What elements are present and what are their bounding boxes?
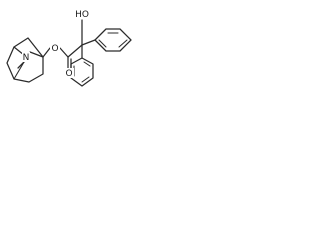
carbonyl-oxygen-label: O [65, 69, 72, 79]
six-membered-ring-bonds [6, 37, 44, 83]
lower-phenyl-hexagon [70, 57, 94, 87]
lower-phenyl-ring [70, 57, 94, 87]
lower-phenyl-inner-bond-1 [83, 61, 91, 67]
tropane-bicyclic-ring [6, 37, 44, 83]
hydroxyl-label: HO [75, 10, 89, 20]
upper-phenyl-inner-bond-2 [118, 39, 128, 48]
atom-labels: N O O HO [22, 8, 90, 79]
lower-phenyl-inner-bond-2 [81, 76, 90, 83]
carbonyl-to-quaternary-bond [67, 44, 83, 58]
quaternary-to-upper-phenyl-bond [81, 39, 96, 46]
upper-phenyl-inner-bond-3 [98, 39, 107, 48]
upper-phenyl-ring [94, 28, 132, 52]
back-bridge-bond [13, 61, 25, 80]
ester-oxygen-label: O [51, 44, 58, 54]
nitrogen-atom-label: N [23, 53, 30, 63]
bridge-bond-right [29, 51, 44, 58]
ring-to-ester-oxygen-bond [42, 47, 51, 58]
upper-phenyl-hexagon [94, 28, 132, 52]
ester-oxygen-to-carbonyl-bond [59, 47, 69, 58]
chemical-structure-diagram: N O O HO [6, 8, 132, 87]
benzilic-carbon-bonds [81, 19, 96, 59]
